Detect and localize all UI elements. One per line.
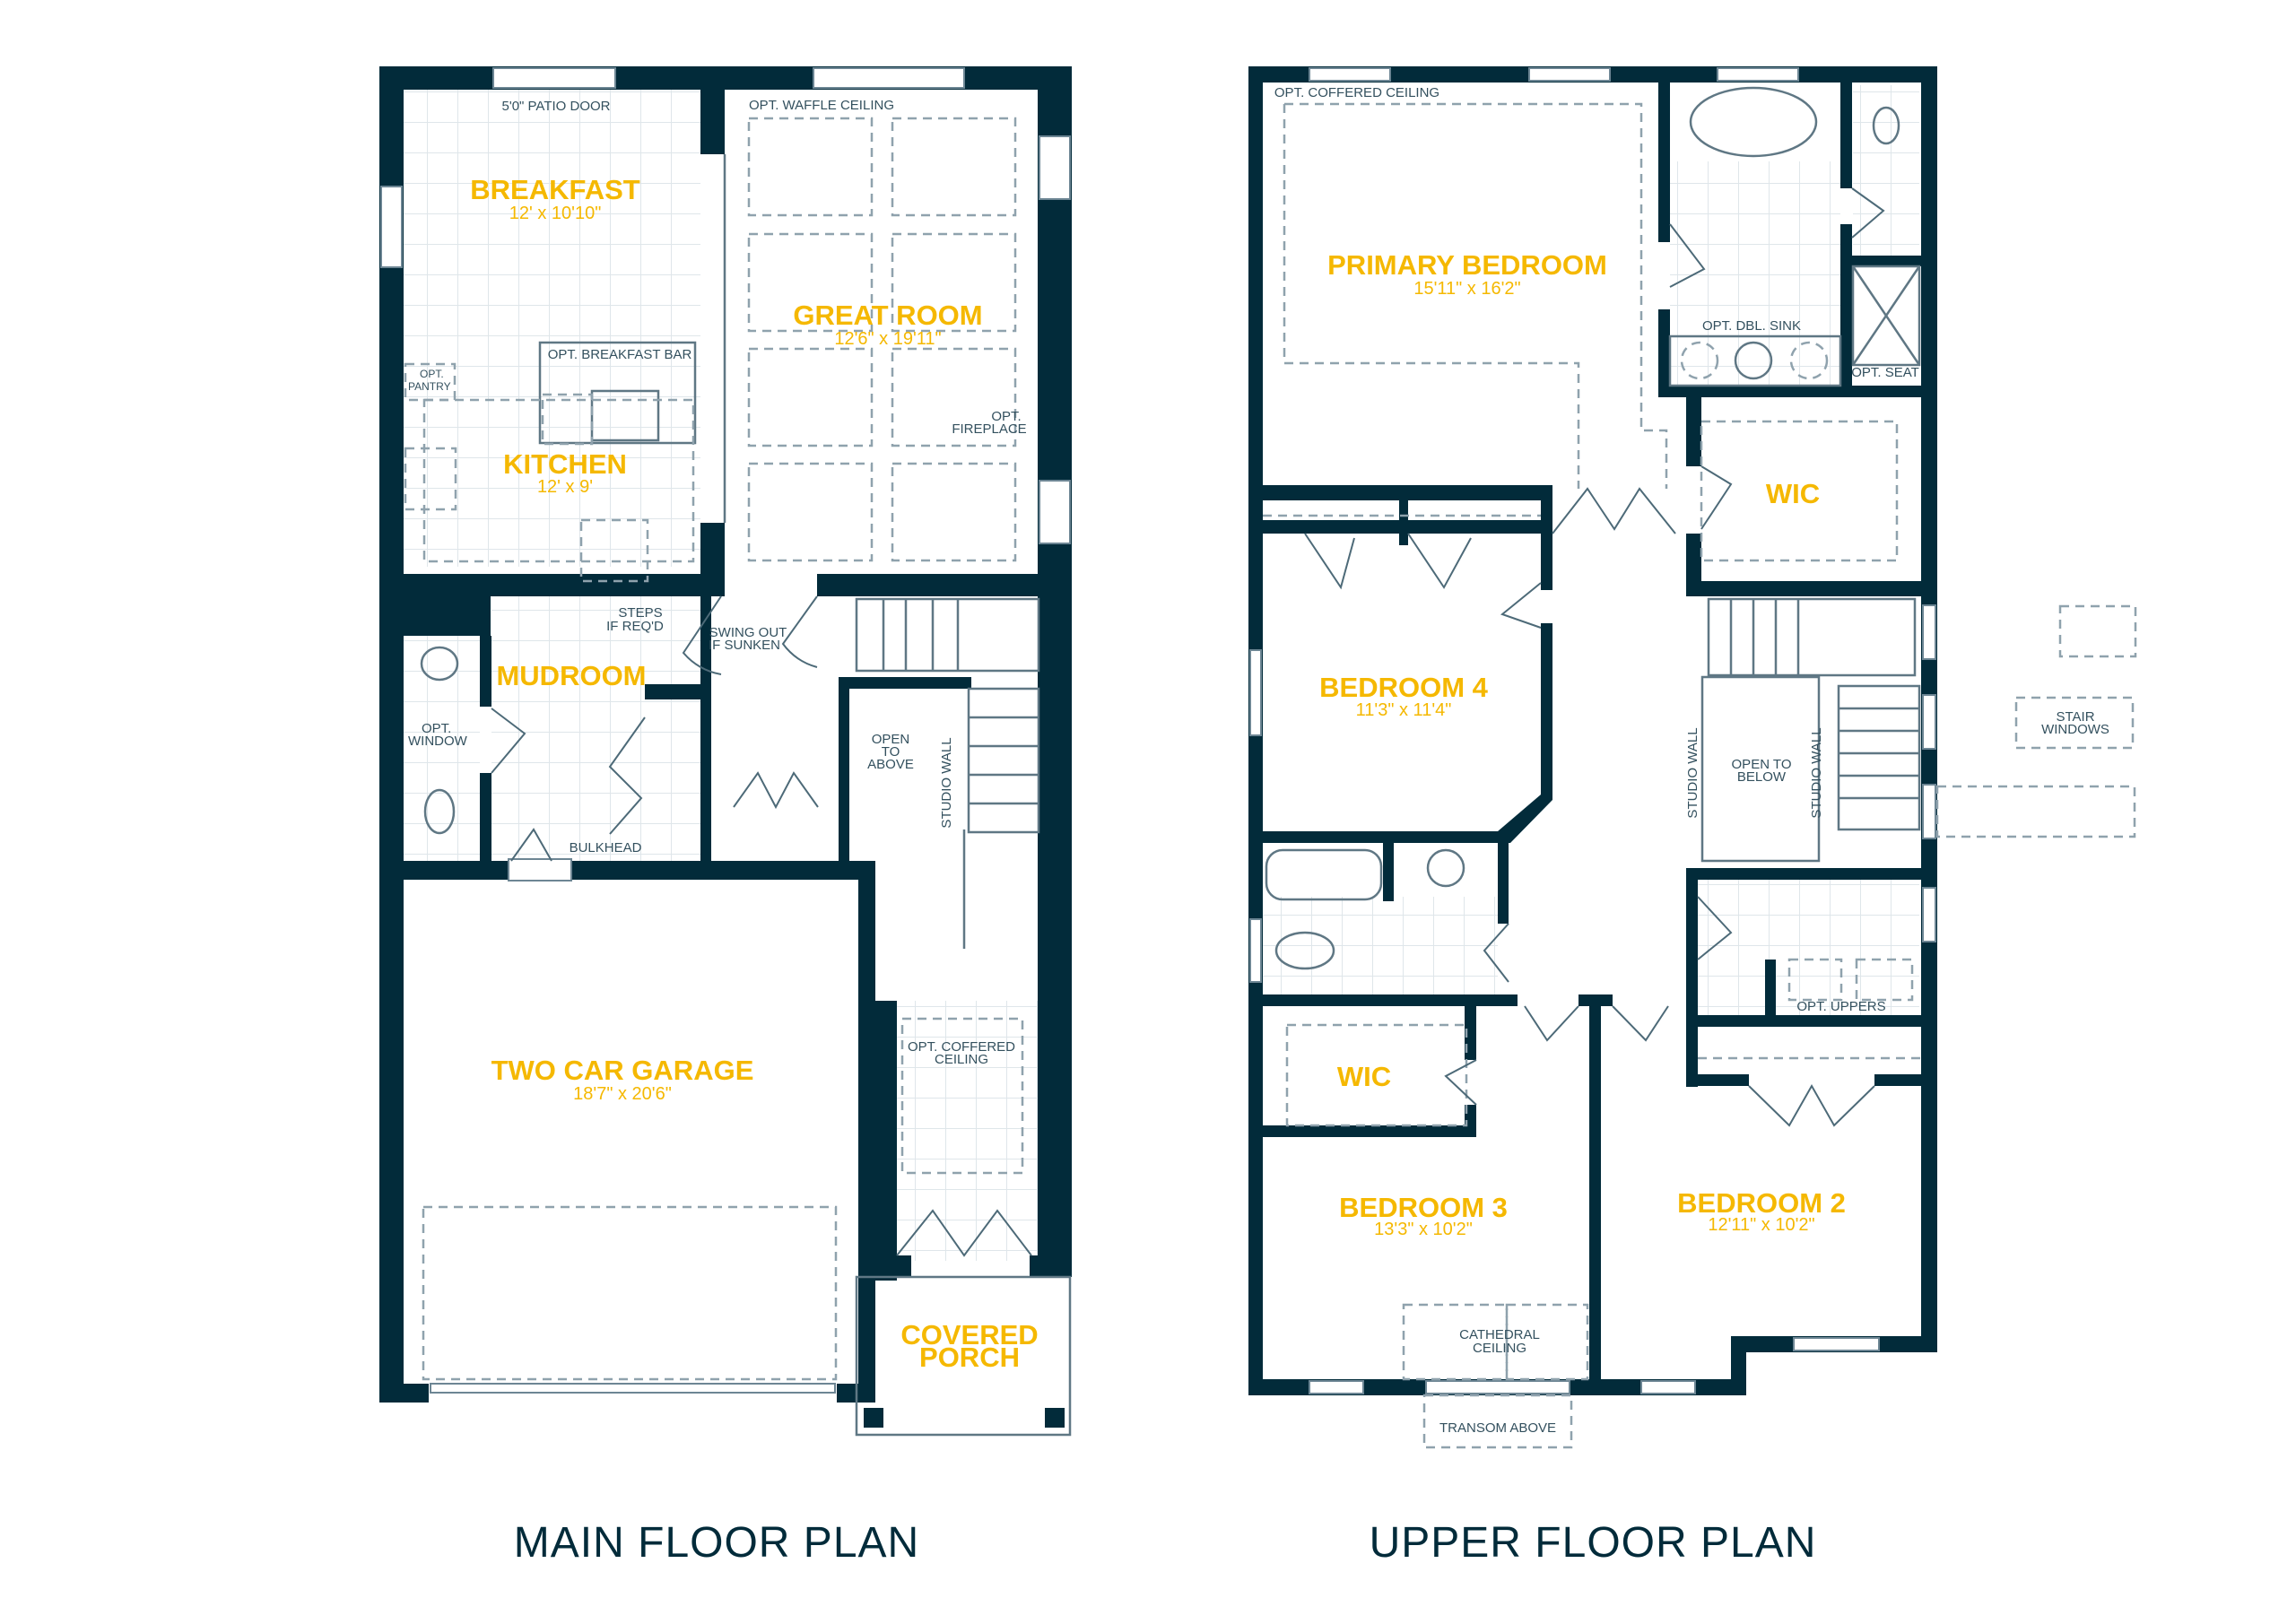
waffle-ceiling-note: OPT. WAFFLE CEILING [749, 98, 894, 113]
wc-tile-floor [1853, 85, 1919, 256]
bedroom-2-label: BEDROOM 2 [1677, 1187, 1846, 1219]
bedroom-3-size: 13'3" x 10'2" [1374, 1220, 1473, 1239]
upper-floor-title: UPPER FLOOR PLAN [1370, 1519, 1817, 1567]
stair-windows-note-1: STAIR [2056, 709, 2094, 725]
upper-floor-dashed-features [1263, 86, 2137, 1449]
open-above-note-1: OPEN [872, 732, 910, 747]
coffered-note-2: CEILING [935, 1052, 988, 1067]
open-below-note-1: OPEN TO [1732, 757, 1792, 772]
primary-wic-label: WIC [1766, 478, 1820, 509]
main-floor-title: MAIN FLOOR PLAN [514, 1519, 919, 1567]
coffered-note-1: OPT. COFFERED [908, 1039, 1015, 1055]
porch-post [1045, 1408, 1065, 1428]
great-room-size: 12'6" x 19'11" [834, 329, 941, 349]
upper-floor-plan: OPT. COFFERED CEILING PRIMARY BEDROOM 15… [1248, 66, 2137, 1567]
primary-bedroom-size: 15'11" x 16'2" [1413, 279, 1520, 299]
pantry-note-1: OPT. [420, 368, 444, 380]
cathedral-note-2: CEILING [1473, 1341, 1526, 1356]
opt-seat-note: OPT. SEAT [1851, 365, 1919, 380]
cathedral-note-1: CATHEDRAL [1459, 1327, 1540, 1342]
mudroom-tile-floor [491, 596, 700, 861]
main-floor-windows [380, 67, 1071, 1394]
dbl-sink-note: OPT. DBL. SINK [1702, 318, 1801, 334]
upper-stairs [1700, 597, 1921, 863]
open-above-note-2: TO [882, 744, 900, 760]
swing-note-1: SWING OUT [709, 625, 787, 640]
studio-wall-note-left: STUDIO WALL [1685, 727, 1700, 818]
main-floor-doors [420, 595, 1032, 1257]
powder-tile-floor [404, 636, 480, 861]
steps-note-1: STEPS [618, 605, 662, 621]
main-floor-dashed-features [404, 117, 1024, 1381]
patio-door-window [492, 67, 616, 89]
primary-bedroom-label: PRIMARY BEDROOM [1327, 249, 1607, 281]
patio-door-note: 5'0" PATIO DOOR [502, 99, 611, 114]
porch-post [864, 1408, 883, 1428]
bedroom-2-size: 12'11" x 10'2" [1708, 1215, 1814, 1235]
pantry-note-2: PANTRY [408, 380, 451, 393]
stair-windows-note-2: WINDOWS [2041, 722, 2109, 737]
transom-note: TRANSOM ABOVE [1439, 1420, 1556, 1436]
opt-window-note-1: OPT. [422, 721, 451, 736]
bulkhead-note: BULKHEAD [570, 840, 642, 855]
wic-label: WIC [1337, 1061, 1391, 1092]
upper-floor-doors [1304, 187, 1885, 1127]
kitchen-size: 12' x 9' [537, 477, 593, 497]
garage-size: 18'7" x 20'6" [573, 1084, 672, 1104]
breakfast-size: 12' x 10'10" [509, 204, 602, 223]
bedroom-4-size: 11'3" x 11'4" [1356, 700, 1452, 720]
upper-floor-windows [1249, 67, 1936, 1394]
bath-tile-floor [1263, 897, 1498, 994]
porch-label-1: COVERED [900, 1319, 1038, 1350]
fireplace-note-2: FIREPLACE [952, 421, 1026, 437]
bedroom-3-label: BEDROOM 3 [1339, 1192, 1508, 1223]
fireplace-note-1: OPT. [991, 409, 1021, 424]
opt-uppers-note: OPT. UPPERS [1796, 999, 1885, 1014]
kitchen-label: KITCHEN [503, 448, 627, 480]
laundry-tile-floor [1698, 880, 1919, 1015]
swing-note-2: IF SUNKEN [709, 638, 780, 653]
coffered-ceiling-note: OPT. COFFERED CEILING [1274, 85, 1439, 100]
porch-label-2: PORCH [919, 1342, 1020, 1373]
open-above-note-3: ABOVE [867, 757, 914, 772]
steps-note-2: IF REQ'D [606, 619, 664, 634]
open-below-note-2: BELOW [1737, 769, 1787, 785]
mudroom-label: MUDROOM [496, 660, 646, 691]
studio-wall-note-right: STUDIO WALL [1809, 727, 1824, 818]
bedroom-4-label: BEDROOM 4 [1319, 672, 1489, 703]
opt-window-note-2: WINDOW [408, 734, 468, 749]
covered-porch-outline [855, 1275, 1072, 1437]
garage-label: TWO CAR GARAGE [491, 1055, 754, 1086]
breakfast-bar-note: OPT. BREAKFAST BAR [548, 347, 692, 362]
ensuite-tile-floor [1670, 161, 1840, 386]
foyer-tile-floor [897, 1001, 1038, 1261]
main-stairs [855, 597, 1040, 834]
kitchen-tile-floor [404, 90, 700, 567]
main-floor-plan: 5'0" PATIO DOOR OPT. WAFFLE CEILING BREA… [379, 66, 1072, 1567]
studio-wall-note: STUDIO WALL [939, 737, 954, 828]
breakfast-label: BREAKFAST [470, 174, 640, 205]
great-room-label: GREAT ROOM [793, 300, 982, 331]
